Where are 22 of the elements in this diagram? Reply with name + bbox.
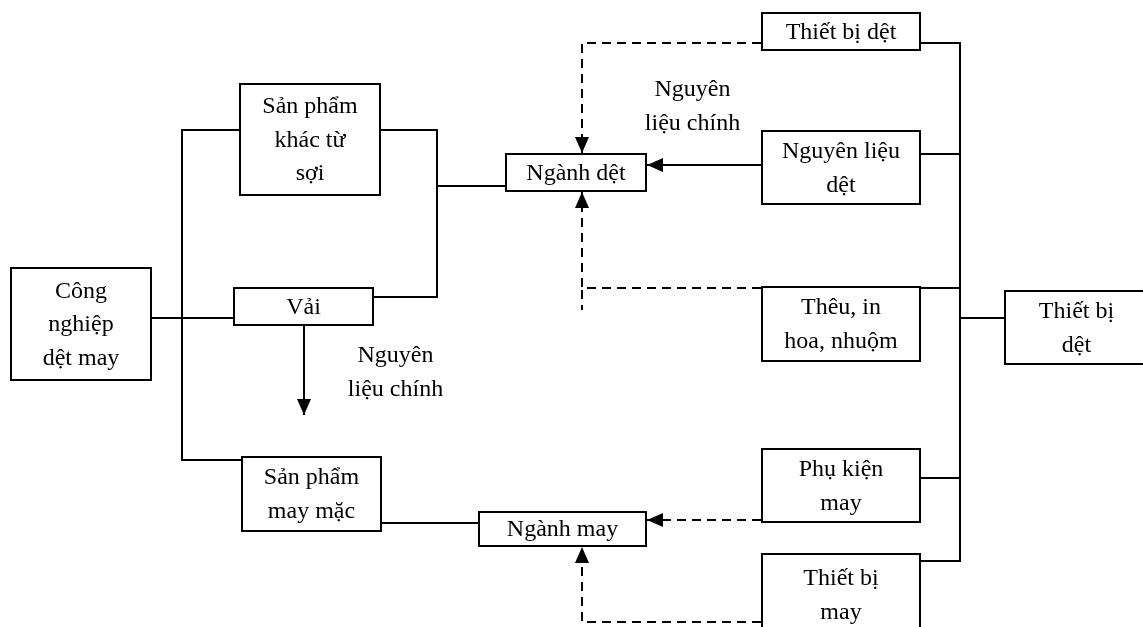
process-box: Thêu, in hoa, nhuộm	[761, 286, 921, 362]
connector-line	[920, 317, 1005, 562]
process-box: Thiết bị dệt	[1004, 290, 1143, 365]
arrow	[575, 191, 762, 289]
process-box: Ngành dệt	[505, 153, 647, 192]
arrow	[646, 513, 762, 527]
arrow	[297, 325, 311, 416]
connector-line	[381, 522, 479, 524]
arrow	[646, 158, 762, 172]
process-box: Nguyên liệu dệt	[761, 130, 921, 205]
process-box: Phụ kiện may	[761, 448, 921, 523]
arrow	[575, 546, 762, 623]
process-box: Thiết bị may	[761, 553, 921, 627]
connector-line	[151, 317, 242, 461]
process-box: Sản phẩm may mặc	[241, 456, 382, 532]
process-box: Ngành may	[478, 511, 647, 547]
process-box: Thiết bị dệt	[761, 12, 921, 51]
process-box: Vải	[233, 287, 374, 326]
process-box: Công nghiệp dệt may	[10, 267, 152, 381]
connector-line	[373, 185, 506, 298]
process-box: Sản phẩm khác từ sợi	[239, 83, 381, 196]
arrow	[575, 42, 762, 154]
